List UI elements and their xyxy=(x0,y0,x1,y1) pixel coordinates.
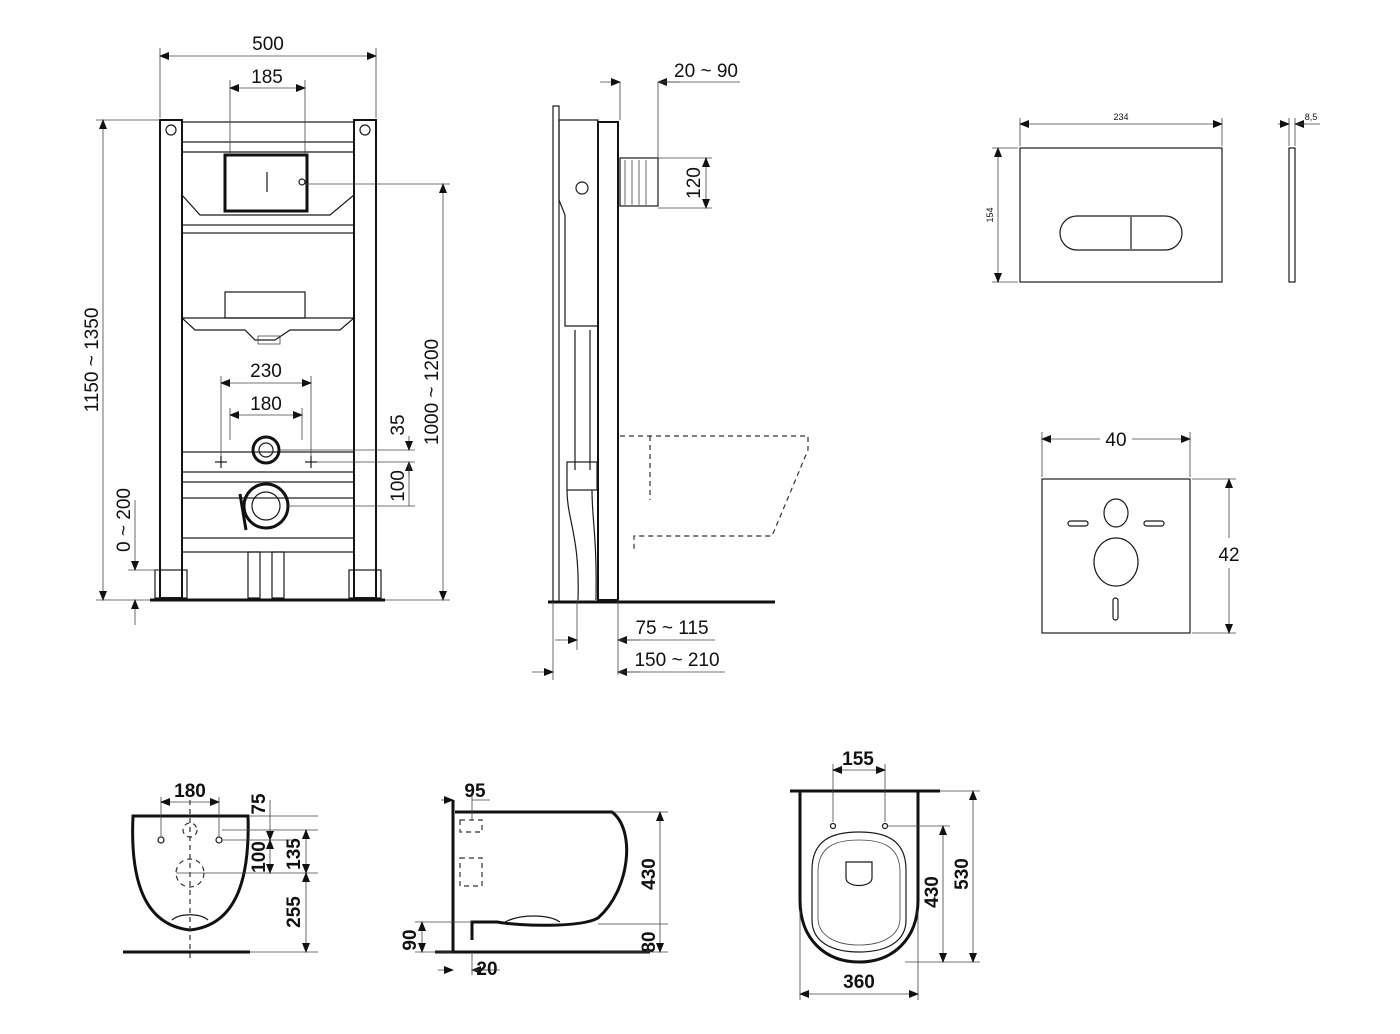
dim-outlet-offset: 100 xyxy=(388,470,409,502)
sound-pad-view: 40 42 xyxy=(1041,430,1240,634)
dim-pad-height: 42 xyxy=(1218,545,1239,566)
dim-floor-adjust: 0 ~ 200 xyxy=(114,488,135,552)
flush-plate-view: 234 8,5 154 xyxy=(985,112,1320,283)
dim-fixing-wide: 230 xyxy=(250,361,282,382)
dim-bowl-top-to-center: 135 xyxy=(284,838,305,870)
bowl-top-view: 155 430 530 360 xyxy=(790,749,980,1000)
frame-side-view: 20 ~ 90 120 75 ~ 115 150 ~ 210 xyxy=(532,61,809,680)
dim-side-wall-offset: 20 xyxy=(476,959,497,980)
dim-fixing-narrow: 180 xyxy=(250,394,282,415)
dim-plate-height: 154 xyxy=(985,207,995,222)
dim-bowl-fixing-distance: 180 xyxy=(174,781,206,802)
dim-flush-pipe: 120 xyxy=(684,167,705,199)
dim-top-inner-length: 430 xyxy=(922,876,943,908)
bowl-back-view: 180 75 100 135 255 xyxy=(123,781,318,958)
dim-top-length: 530 xyxy=(952,858,973,890)
dim-bowl-fixing-to-center: 100 xyxy=(249,841,270,873)
dim-plate-offset: 20 ~ 90 xyxy=(674,61,738,82)
dim-bowl-center-to-floor: 255 xyxy=(284,896,305,928)
dim-depth-inner: 75 ~ 115 xyxy=(635,618,708,639)
dim-pad-width: 40 xyxy=(1105,430,1126,451)
dim-side-height: 430 xyxy=(639,858,660,890)
dim-fixing-offset: 35 xyxy=(388,414,409,435)
dim-plate-thickness: 8,5 xyxy=(1305,112,1318,122)
dim-plate-opening: 185 xyxy=(251,67,283,88)
bowl-side-view: 95 430 80 90 20 xyxy=(400,781,668,980)
dim-frame-width: 500 xyxy=(252,34,284,55)
dim-bowl-top-to-fixing: 75 xyxy=(249,793,270,815)
frame-front-view: 500 185 1150 ~ 1350 1000 ~ 1200 230 180 … xyxy=(82,34,450,625)
dim-side-bottom-height: 80 xyxy=(639,931,660,952)
dim-side-outlet-height: 90 xyxy=(400,929,421,950)
dim-depth-outer: 150 ~ 210 xyxy=(634,650,719,671)
dim-top-fixing-distance: 155 xyxy=(842,749,874,770)
dim-frame-height: 1150 ~ 1350 xyxy=(82,308,103,413)
dim-side-offset-top: 95 xyxy=(464,781,486,802)
dim-inlet-height: 1000 ~ 1200 xyxy=(422,339,443,445)
dim-plate-width: 234 xyxy=(1113,112,1128,122)
dim-top-width: 360 xyxy=(843,972,875,993)
